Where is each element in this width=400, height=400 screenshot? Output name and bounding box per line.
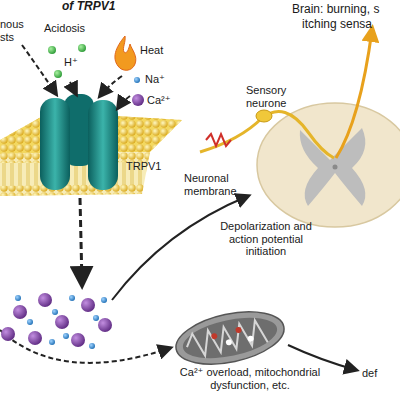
sodium-ion xyxy=(63,333,69,339)
calcium-ion xyxy=(81,298,95,312)
text-label: Na⁺ xyxy=(145,73,165,86)
heat-flame xyxy=(115,36,136,70)
sodium-ion xyxy=(69,295,75,301)
ascending-arrow xyxy=(336,30,372,158)
sodium-ion xyxy=(15,295,21,301)
text-label: Brain: burning, s xyxy=(292,3,379,17)
sodium-ion xyxy=(52,309,58,315)
text-label: Heat xyxy=(140,44,163,57)
text-label: sts xyxy=(0,31,14,44)
outer-membrane xyxy=(171,303,289,373)
trpv1-channel xyxy=(40,94,118,190)
particle xyxy=(235,326,242,333)
text-label: nous xyxy=(0,18,24,31)
calcium-ion xyxy=(38,293,52,307)
calcium-ion xyxy=(98,318,112,332)
white-matter xyxy=(257,103,400,227)
dashed-arrow xyxy=(100,76,122,96)
mitochondrion xyxy=(171,303,289,373)
central-canal xyxy=(333,165,338,170)
cristae xyxy=(184,319,267,359)
sodium-ion xyxy=(49,339,55,345)
protons xyxy=(48,44,86,78)
channel-subunit xyxy=(40,98,70,190)
calcium-ion xyxy=(71,333,85,347)
calcium-ion xyxy=(1,327,15,341)
text-label: Depolarization and action potential init… xyxy=(214,220,318,258)
depolarization-arrow xyxy=(112,196,248,300)
grey-matter xyxy=(300,128,366,206)
particle xyxy=(247,335,254,342)
text-label: Ca²⁺ xyxy=(147,94,171,107)
text-label: Acidosis xyxy=(44,22,85,35)
sensory-neurone xyxy=(200,30,372,158)
dashed-arrow xyxy=(22,45,56,94)
text-label: Sensory neurone xyxy=(246,84,302,109)
proton xyxy=(78,44,86,52)
diagram-title: of TRPV1 xyxy=(62,0,115,14)
sodium-ion xyxy=(134,77,140,83)
sodium-ion xyxy=(27,319,33,325)
text-label: TRPV1 xyxy=(126,160,161,173)
particle xyxy=(211,333,218,340)
text-label: itching sensa xyxy=(302,18,372,32)
spinal-cord xyxy=(257,103,400,227)
dashed-arrow xyxy=(70,82,76,94)
lower-heads xyxy=(0,184,144,196)
calcium-ion xyxy=(28,331,42,345)
calcium-ion xyxy=(132,94,144,106)
sodium-ion xyxy=(89,343,95,349)
calcium-ion xyxy=(55,315,69,329)
influx-arrow xyxy=(80,198,82,284)
sodium-ion xyxy=(93,315,99,321)
proton xyxy=(54,70,62,78)
sodium-ion xyxy=(101,297,107,303)
text-label: Neuronal membrane xyxy=(184,172,246,197)
text-label: Ca²⁺ overload, mitochondrial dysfunction… xyxy=(170,366,330,391)
activation-arrows xyxy=(0,45,170,363)
dashed-arrow xyxy=(118,96,130,108)
dashed-arrow xyxy=(0,330,170,363)
channel-subunit xyxy=(88,100,118,190)
action-potential-spike xyxy=(206,134,231,146)
text-label: H⁺ xyxy=(64,56,78,69)
matrix xyxy=(179,310,280,365)
ganglion-cell xyxy=(256,110,272,122)
calcium-ion xyxy=(13,305,27,319)
ion-cluster xyxy=(1,293,112,349)
proton xyxy=(48,46,56,54)
particle xyxy=(225,339,232,346)
text-label: def xyxy=(362,367,377,380)
